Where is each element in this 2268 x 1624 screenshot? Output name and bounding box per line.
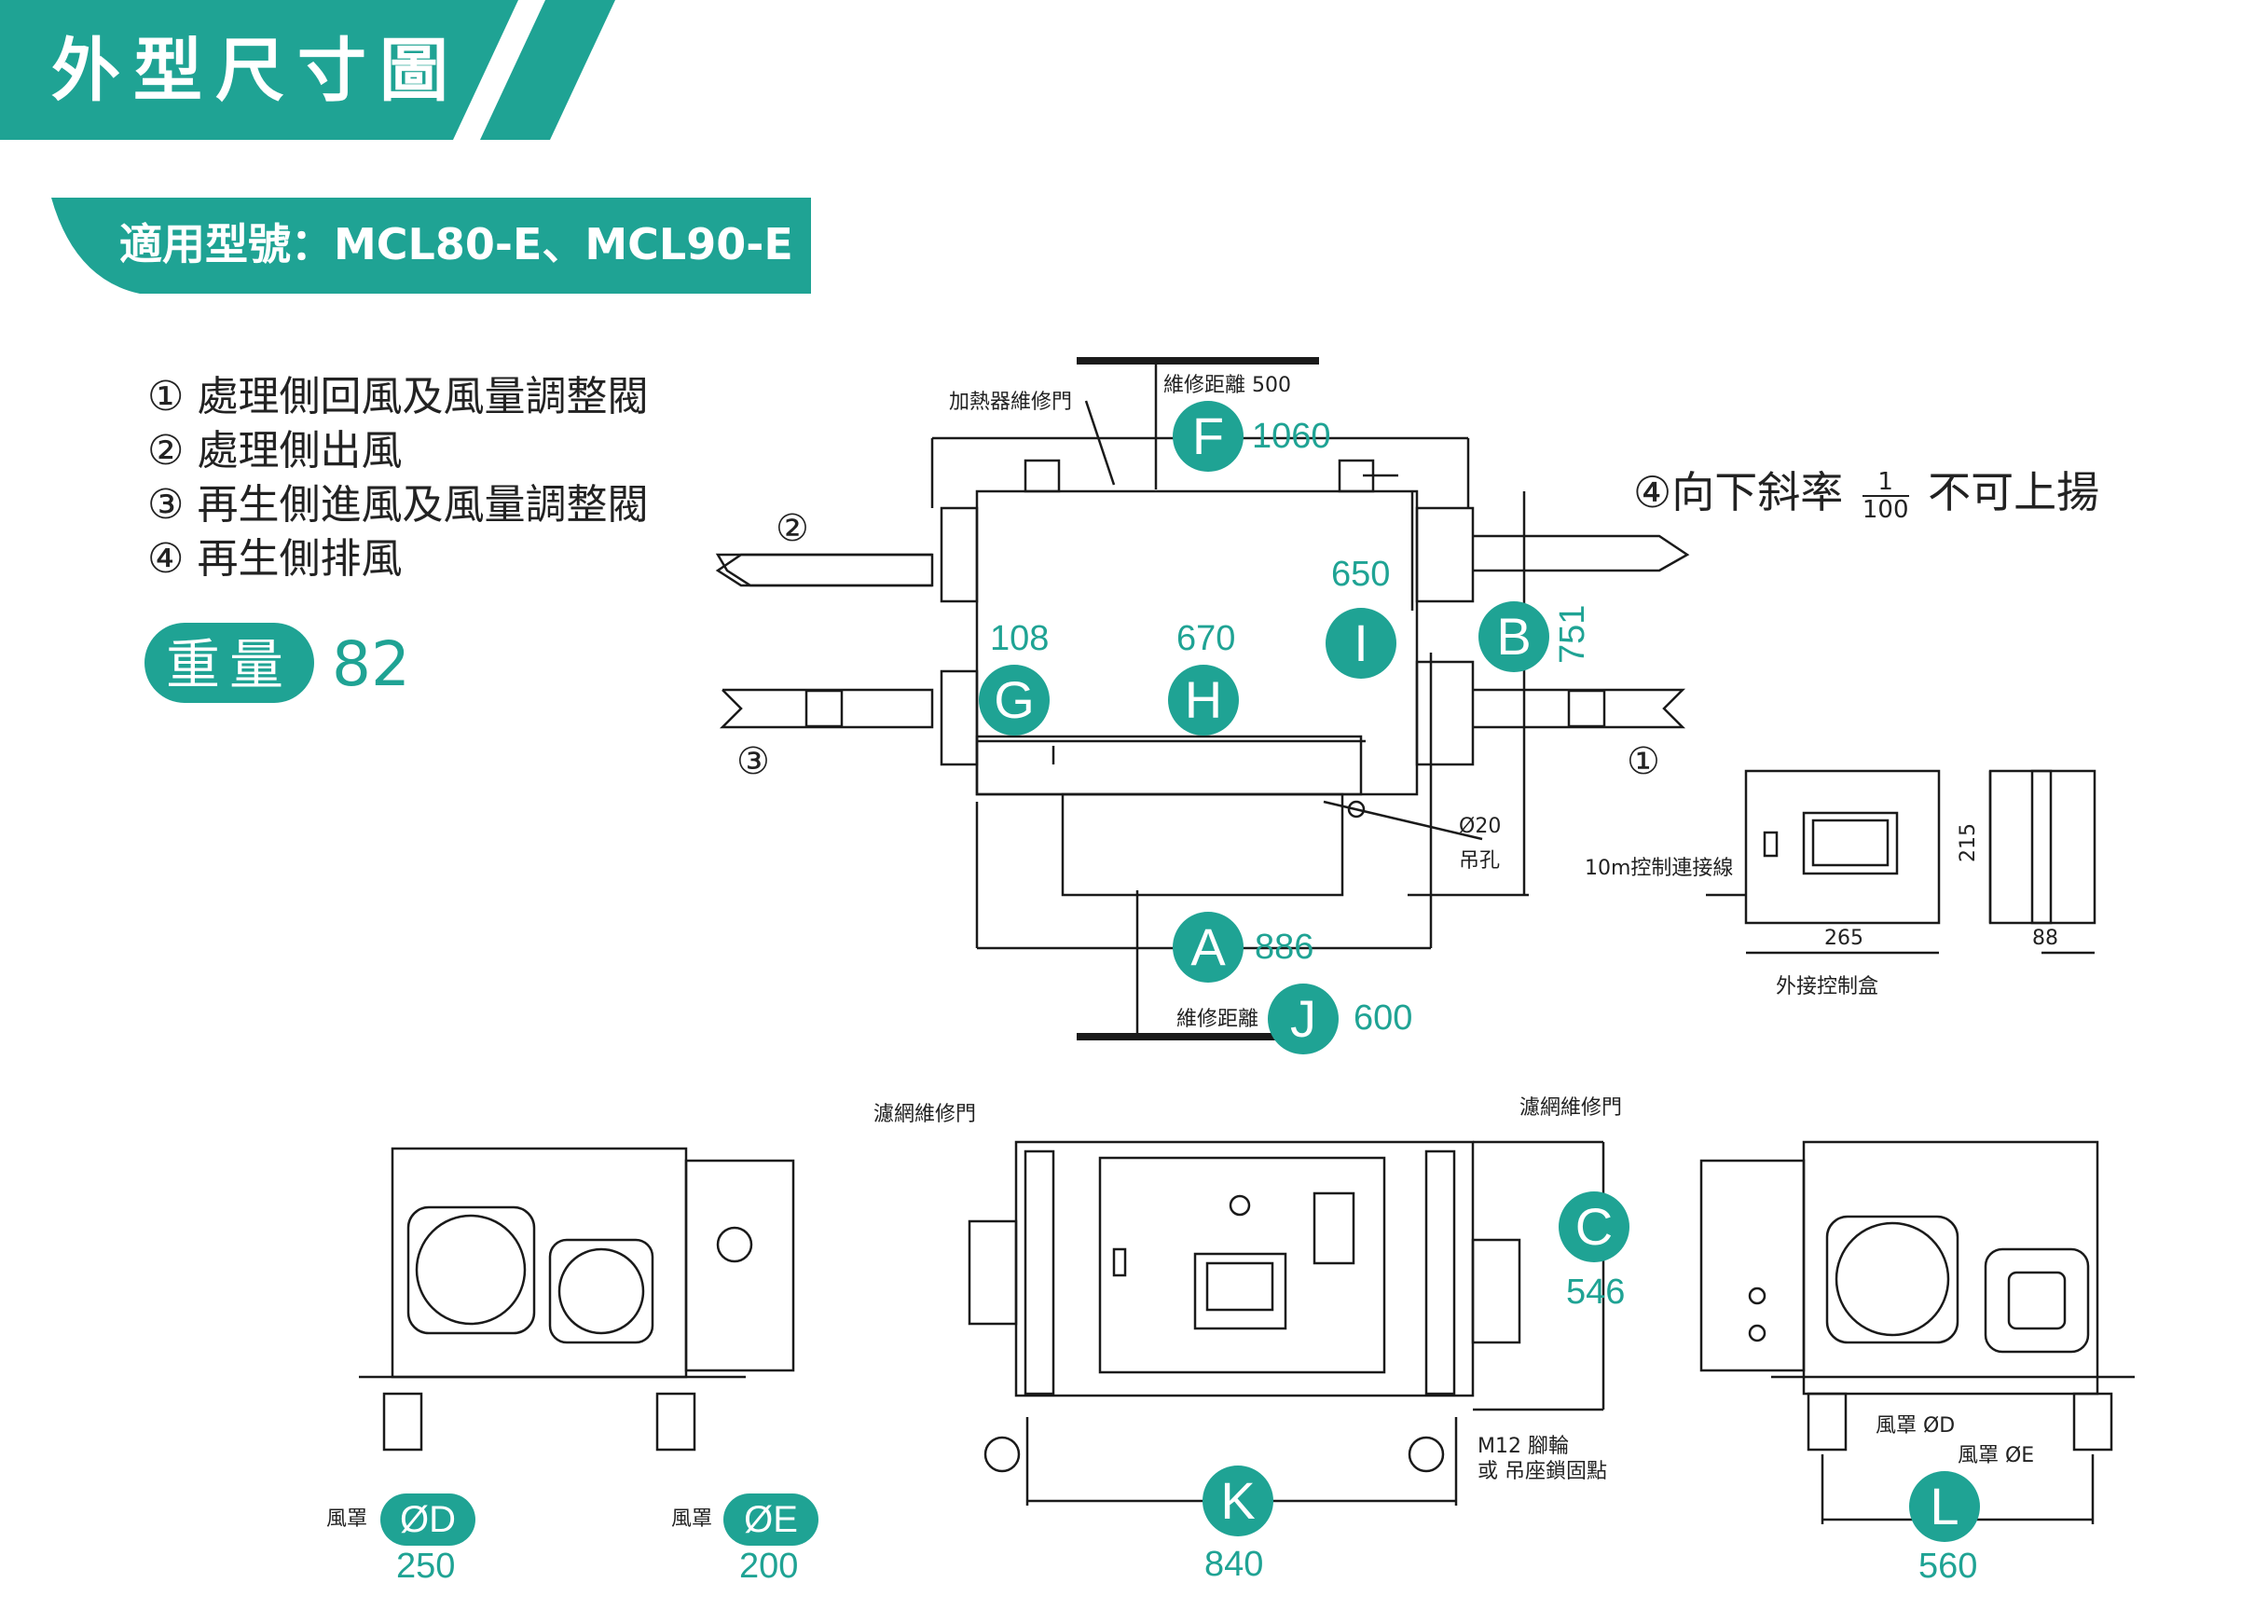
filter-door-left-label: 濾網維修門 bbox=[873, 1103, 977, 1126]
title-banner bbox=[0, 0, 518, 140]
weight-value: 82 bbox=[332, 628, 410, 700]
dim-value-I: 650 bbox=[1331, 555, 1391, 594]
hood-e-value: 200 bbox=[739, 1547, 799, 1586]
dim-badge-C: C bbox=[1559, 1191, 1629, 1262]
control-box-depth: 88 bbox=[2032, 927, 2058, 950]
slope-note: ④向下斜率 1 100 不可上揚 bbox=[1633, 467, 2100, 524]
title-stripe bbox=[480, 0, 615, 140]
control-box-drawing bbox=[1706, 769, 2096, 955]
side-view-left bbox=[359, 1147, 795, 1452]
control-box-height: 215 bbox=[1957, 823, 1980, 862]
hood-d-value: 250 bbox=[396, 1547, 456, 1586]
port-label-3: ③ bbox=[736, 740, 770, 783]
control-box-name: 外接控制盒 bbox=[1776, 975, 1879, 998]
slope-denominator: 100 bbox=[1862, 495, 1909, 524]
dim-badge-I: I bbox=[1326, 608, 1396, 679]
side-view-right bbox=[1699, 1140, 2135, 1524]
dim-value-B: 751 bbox=[1553, 604, 1592, 664]
port-label-2: ② bbox=[776, 507, 809, 550]
hood-d-right-label: 風罩 ØD bbox=[1876, 1414, 1956, 1438]
legend-item-4: ④ 再生側排風 bbox=[147, 535, 403, 583]
front-view bbox=[968, 1140, 1605, 1506]
dim-badge-H: H bbox=[1168, 665, 1239, 736]
hood-e-pill: ØE bbox=[723, 1493, 818, 1546]
hood-e-right-label: 風罩 ØE bbox=[1958, 1444, 2035, 1467]
slope-numerator: 1 bbox=[1862, 469, 1909, 497]
dim-value-H: 670 bbox=[1176, 619, 1236, 658]
dim-badge-G: G bbox=[979, 665, 1050, 736]
legend-item-3: ③ 再生側進風及風量調整閥 bbox=[147, 481, 649, 529]
heater-door-label: 加熱器維修門 bbox=[949, 391, 1073, 414]
dim-value-G: 108 bbox=[990, 619, 1050, 658]
subtitle-banner bbox=[51, 198, 811, 294]
service-distance-bottom: 維修距離 bbox=[1176, 1008, 1259, 1031]
dim-badge-L: L bbox=[1909, 1471, 1980, 1542]
control-box-width: 265 bbox=[1824, 927, 1863, 950]
hole-diameter: Ø20 bbox=[1459, 815, 1502, 838]
model-subtitle: 適用型號：MCL80-E、MCL90-E bbox=[119, 219, 793, 269]
top-view bbox=[715, 357, 1690, 1040]
dim-value-A: 886 bbox=[1255, 928, 1314, 967]
weight-pill bbox=[144, 623, 314, 703]
dim-badge-K: K bbox=[1203, 1466, 1273, 1536]
dim-value-J: 600 bbox=[1354, 998, 1413, 1038]
dim-value-K: 840 bbox=[1204, 1545, 1264, 1584]
service-distance-top: 維修距離 500 bbox=[1163, 374, 1291, 397]
legend-item-2: ② 處理側出風 bbox=[147, 427, 403, 475]
dim-value-F: 1060 bbox=[1252, 417, 1331, 456]
hanging-hole-label: 吊孔 bbox=[1459, 849, 1501, 873]
caster-label-1: M12 腳輪 bbox=[1478, 1435, 1569, 1458]
dim-badge-A: A bbox=[1173, 912, 1244, 983]
control-cable-label: 10m控制連接線 bbox=[1585, 857, 1734, 880]
dim-badge-B: B bbox=[1478, 601, 1549, 672]
filter-door-right-label: 濾網維修門 bbox=[1519, 1096, 1623, 1120]
dim-badge-F: F bbox=[1173, 401, 1244, 472]
caster-label-2: 或 吊座鎖固點 bbox=[1478, 1460, 1607, 1483]
dim-value-C: 546 bbox=[1566, 1273, 1626, 1312]
page-title: 外型尺寸圖 bbox=[51, 31, 461, 111]
dim-badge-J: J bbox=[1268, 984, 1339, 1054]
port-label-1: ① bbox=[1627, 740, 1660, 783]
hood-e-label: 風罩 bbox=[671, 1507, 713, 1531]
weight-label: 重量 bbox=[166, 633, 294, 696]
hood-d-pill: ØD bbox=[380, 1493, 475, 1546]
hood-d-label: 風罩 bbox=[326, 1507, 368, 1531]
legend-item-1: ① 處理側回風及風量調整閥 bbox=[147, 373, 649, 420]
dim-value-L: 560 bbox=[1918, 1547, 1978, 1586]
